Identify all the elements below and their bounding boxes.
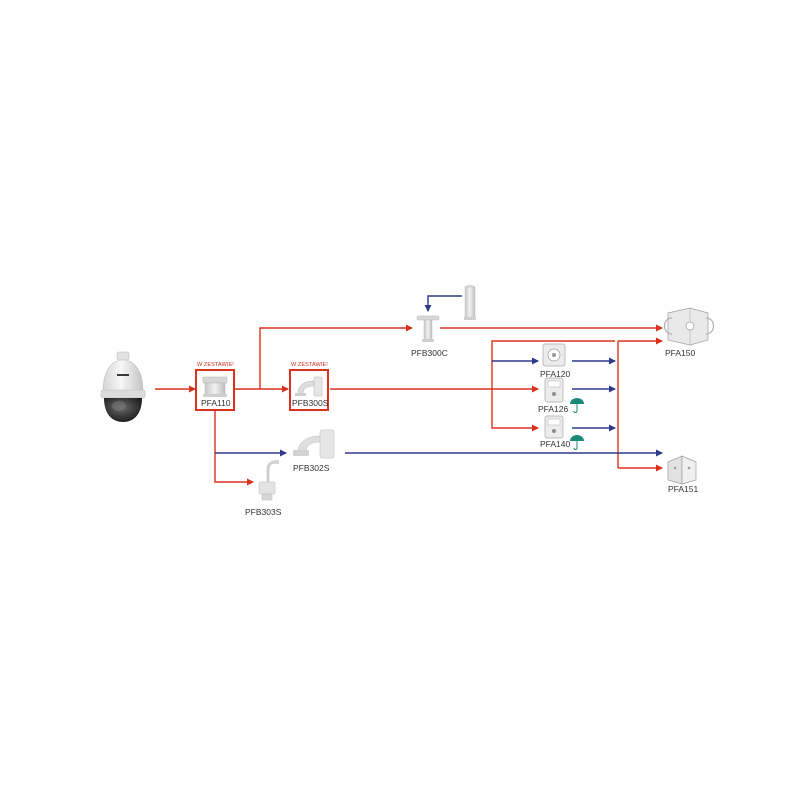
connector-pole-pfb300c xyxy=(424,295,462,312)
pfa126-junction-box-icon xyxy=(544,377,564,403)
adapter-icon xyxy=(202,376,228,397)
connector-pfa110-pfb303s xyxy=(214,411,254,486)
pfb302s-wall-bracket-icon xyxy=(293,429,335,459)
pfb300s-label: PFB300S xyxy=(292,398,329,408)
pfa150-label: PFA150 xyxy=(665,348,696,358)
pfa120-label: PFA120 xyxy=(540,369,571,379)
pole-mount-bracket-icon xyxy=(663,307,715,346)
pole-extension-icon xyxy=(464,285,476,320)
pfa110-label: PFA110 xyxy=(201,398,231,408)
pfa151-label: PFA151 xyxy=(668,484,699,494)
pfb302s-label: PFB302S xyxy=(293,463,330,473)
pfa140-junction-box-icon xyxy=(544,415,564,439)
pfa140-umbrella-icon xyxy=(570,435,584,450)
pfb300s-included-badge: W ZESTAWIE! xyxy=(291,362,328,368)
connectors-red xyxy=(155,324,663,486)
corner-mount-bracket-icon xyxy=(667,455,697,485)
pfa110-node xyxy=(195,369,235,411)
connector-pfa110-pfb300c xyxy=(259,324,413,389)
pfa140-label: PFA140 xyxy=(540,439,571,449)
pfb303s-label: PFB303S xyxy=(245,507,282,517)
pfa120-junction-box-icon xyxy=(542,343,566,367)
ptz-dome-camera-icon xyxy=(100,351,146,422)
connectors-blue xyxy=(215,295,663,457)
pfa110-included-badge: W ZESTAWIE! xyxy=(197,362,234,368)
pendant-mount-icon xyxy=(258,460,279,501)
connector-branch-pfa140 xyxy=(491,389,539,432)
pfa126-label: PFA126 xyxy=(538,404,569,414)
pfb300s-node xyxy=(289,369,329,411)
pfb300c-label: PFB300C xyxy=(411,348,448,358)
wall-bracket-icon xyxy=(295,376,323,397)
ceiling-mount-icon xyxy=(416,315,440,342)
pfa126-umbrella-icon xyxy=(570,398,584,413)
connector-branch-pfa120 xyxy=(491,340,615,389)
